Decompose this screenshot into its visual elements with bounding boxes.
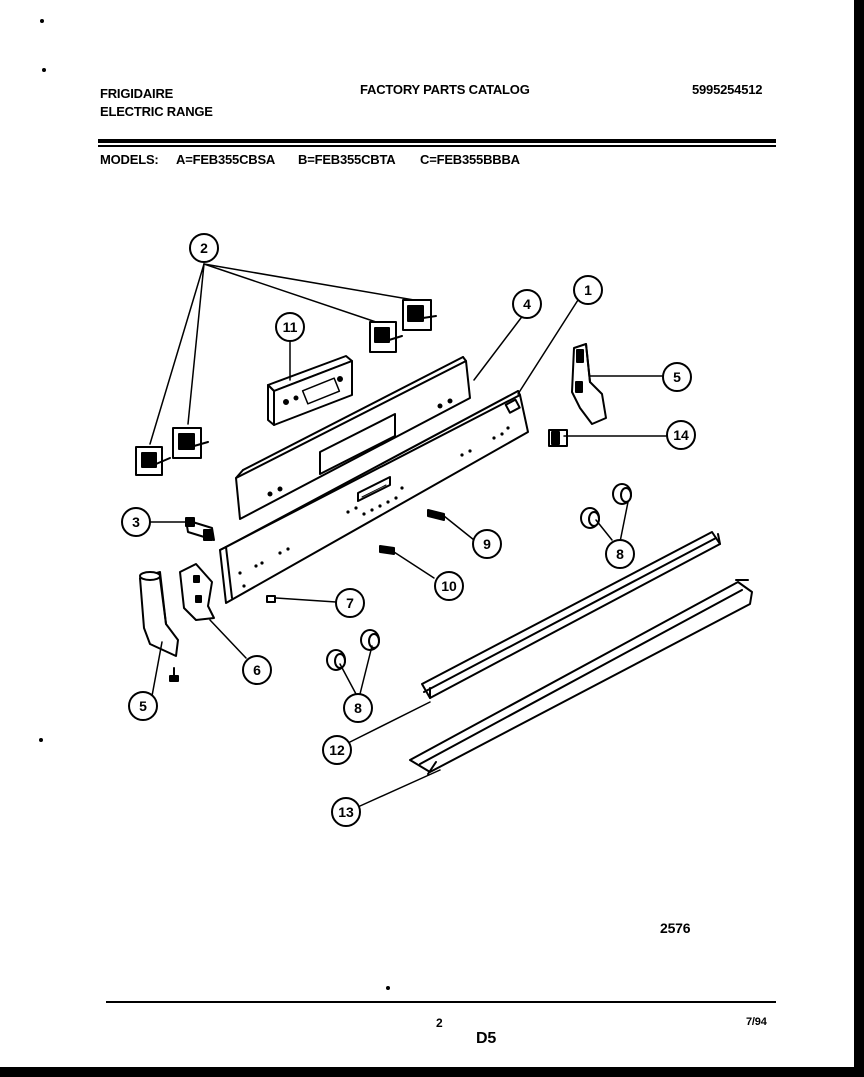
infinite-switch: [172, 427, 209, 459]
callout-6-label: 6: [253, 662, 261, 678]
callout-8-label: 8: [354, 700, 362, 716]
callout-5-label: 5: [139, 698, 147, 714]
trim-strip-upper: [421, 531, 721, 699]
screw: [266, 595, 276, 603]
control-panel: [219, 390, 529, 604]
brand-name: FRIGIDAIRE: [100, 86, 174, 101]
end-cap-right: [571, 343, 607, 425]
callout-8-label: 8: [616, 546, 624, 562]
model-b: B=FEB355CBTA: [298, 152, 396, 167]
leader-lines: [149, 263, 667, 807]
callout-5: 5: [662, 362, 692, 392]
callout-2-label: 2: [200, 240, 208, 256]
footer-rule: [106, 1001, 776, 1003]
scan-speck: [42, 68, 46, 72]
callout-12: 12: [322, 735, 352, 765]
screw: [427, 509, 445, 521]
infinite-switch: [369, 321, 403, 353]
catalog-number: 5995254512: [692, 82, 763, 97]
callout-1: 1: [573, 275, 603, 305]
callout-11-label: 11: [283, 319, 298, 335]
scan-speck: [40, 19, 44, 23]
callout-3: 3: [121, 507, 151, 537]
model-a: A=FEB355CBSA: [176, 152, 276, 167]
models-label: MODELS:: [100, 152, 159, 167]
callout-13: 13: [331, 797, 361, 827]
page-number: 2: [436, 1016, 443, 1030]
callout-9-label: 9: [483, 536, 491, 552]
upper-back-panel: [235, 356, 471, 520]
callout-7-label: 7: [346, 595, 354, 611]
infinite-switch: [402, 299, 437, 331]
callout-12-label: 12: [329, 742, 345, 758]
scan-speck: [386, 986, 390, 990]
header-rule: [98, 139, 776, 143]
end-cap-left: [139, 571, 179, 682]
callout-14-label: 14: [673, 427, 689, 443]
bracket: [548, 429, 568, 447]
terminal-block: [185, 517, 215, 541]
callout-7: 7: [335, 588, 365, 618]
callout-4: 4: [512, 289, 542, 319]
clock-timer: [267, 355, 353, 426]
knob: [612, 483, 632, 505]
callout-5: 5: [128, 691, 158, 721]
screw: [379, 545, 395, 555]
callout-8: 8: [343, 693, 373, 723]
callout-2: 2: [189, 233, 219, 263]
callout-4-label: 4: [523, 296, 531, 312]
callout-11: 11: [275, 312, 305, 342]
date-code: 7/94: [746, 1016, 767, 1028]
callout-8: 8: [605, 539, 635, 569]
callout-1-label: 1: [584, 282, 592, 298]
side-bracket: [179, 563, 215, 621]
callout-13-label: 13: [338, 804, 354, 820]
header-rule-thin: [98, 145, 776, 147]
knob: [580, 507, 600, 529]
section-code: D5: [476, 1030, 497, 1047]
callout-3-label: 3: [132, 514, 140, 530]
trim-strip-lower: [409, 579, 753, 775]
drawing-number: 2576: [660, 920, 691, 936]
callout-9: 9: [472, 529, 502, 559]
infinite-switch: [135, 446, 171, 476]
scan-speck: [39, 738, 43, 742]
callout-10: 10: [434, 571, 464, 601]
callout-5-label: 5: [673, 369, 681, 385]
callout-14: 14: [666, 420, 696, 450]
knob: [360, 629, 380, 651]
callout-10-label: 10: [441, 578, 457, 594]
product-name: ELECTRIC RANGE: [100, 104, 213, 119]
catalog-title: FACTORY PARTS CATALOG: [360, 82, 530, 97]
callout-6: 6: [242, 655, 272, 685]
model-c: C=FEB355BBBA: [420, 152, 520, 167]
